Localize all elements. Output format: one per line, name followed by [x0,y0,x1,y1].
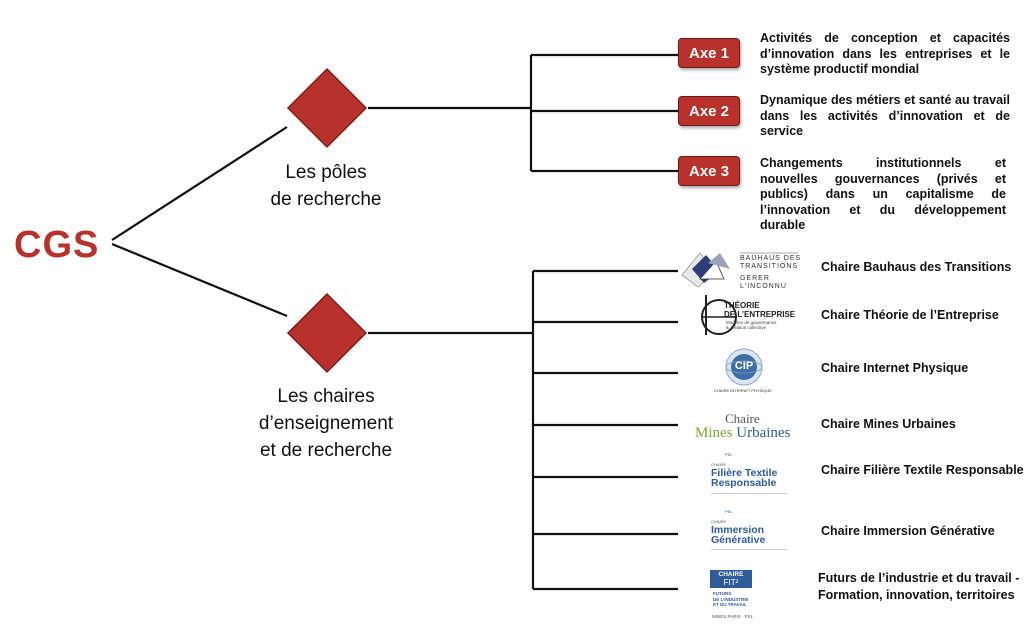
filiere-textile-logo: PSL CHAIRE Filière Textile Responsable [707,452,789,498]
immersion-logo-line3: Générative [711,534,766,546]
theorie-entreprise-logo: THÉORIE DE L’ENTREPRISE Modèles de gouve… [698,293,804,337]
poles-label: Les pôles de recherche [246,159,406,213]
chair-theorie-entreprise-label: Chaire Théorie de l’Entreprise [821,308,999,322]
fit2-logo-line2: DE L’INDUSTRIE [713,596,749,602]
chaires-label: Les chaires d’enseignement et de recherc… [226,383,426,464]
poles-label-line1: Les pôles [285,162,367,183]
cip-logo-caption: CHAIRE INTERNET PHYSIQUE [714,388,772,393]
chaires-diamond [286,292,368,374]
fit2-logo-footer: MINES PARIS · PSL [712,614,754,619]
chaires-label-line1: Les chaires [277,386,375,407]
theorie-logo-line2: DE L’ENTREPRISE [724,310,796,319]
immersion-logo-line2: Immersion [711,524,765,536]
mines-urbaines-logo-word2: Urbaines [736,425,791,441]
chair-fit2-label: Futurs de l’industrie et du travail - Fo… [818,570,1019,604]
chair-mines-urbaines-label: Chaire Mines Urbaines [821,417,956,431]
immersion-generative-logo: PSL CHAIRE Immersion Générative [707,509,789,555]
fit2-logo: CHAIRE FIT² FUTURS DE L’INDUSTRIE ET DU … [710,570,762,622]
chair-fit2-label-line2: Formation, innovation, territoires [818,588,1015,602]
root-node-cgs: CGS [14,224,100,266]
chaires-label-line3: et de recherche [259,440,393,461]
fit2-logo-line1: FUTURS [713,591,732,596]
theorie-logo-line1: THÉORIE [724,301,760,310]
filiere-logo-line1: CHAIRE [711,462,727,467]
chair-internet-physique-label: Chaire Internet Physique [821,361,969,375]
poles-diamond [286,67,368,149]
bauhaus-logo-line3: GERER L'INCONNU [740,275,787,289]
chaires-label-line2: d’enseignement [258,413,394,434]
axe-1-description: Activités de conception et capacités d’i… [760,31,1010,76]
filiere-logo-line2: Filière Textile [711,467,778,479]
chair-immersion-generative-label: Chaire Immersion Générative [821,524,995,538]
immersion-logo-line1: CHAIRE [711,519,727,524]
axe-3-description: Changements institutionnels et nouvelles… [760,156,1006,232]
fit2-logo-box2: FIT² [723,578,739,587]
chair-filiere-textile-label: Chaire Filière Textile Responsable [821,463,1024,477]
theorie-logo-line4: & création collective [726,325,767,330]
theorie-logo-line3: Modèles de gouvernance [726,320,777,325]
mines-urbaines-logo: Chaire Mines Urbaines [693,411,797,445]
fit2-logo-box1: CHAIRE [718,571,744,578]
axe-2-description: Dynamique des métiers et santé au travai… [760,93,1010,138]
filiere-logo-line3: Responsable [711,477,777,489]
bauhaus-logo-line1: BAUHAUS DES [740,255,802,262]
poles-label-line2: de recherche [270,189,382,210]
cip-logo-mark: CIP [734,360,754,372]
cip-logo: CIP CHAIRE INTERNET PHYSIQUE [700,345,786,397]
bauhaus-logo: BAUHAUS DES TRANSITIONS GERER L'INCONNU [680,249,804,289]
axe-2-badge: Axe 2 [678,96,740,126]
axe-1-badge: Axe 1 [678,38,740,68]
fit2-logo-line3: ET DU TRAVAIL [713,602,747,607]
mines-urbaines-logo-word1: Mines [695,425,733,441]
bauhaus-logo-line2: TRANSITIONS [740,263,799,270]
chair-bauhaus-label: Chaire Bauhaus des Transitions [821,260,1012,274]
axe-3-badge: Axe 3 [678,156,740,186]
immersion-logo-tag: PSL [725,509,733,514]
filiere-logo-tag: PSL [725,452,733,457]
chair-fit2-label-line1: Futurs de l’industrie et du travail - [818,571,1020,585]
mines-urbaines-logo-line1: Chaire [725,411,760,426]
